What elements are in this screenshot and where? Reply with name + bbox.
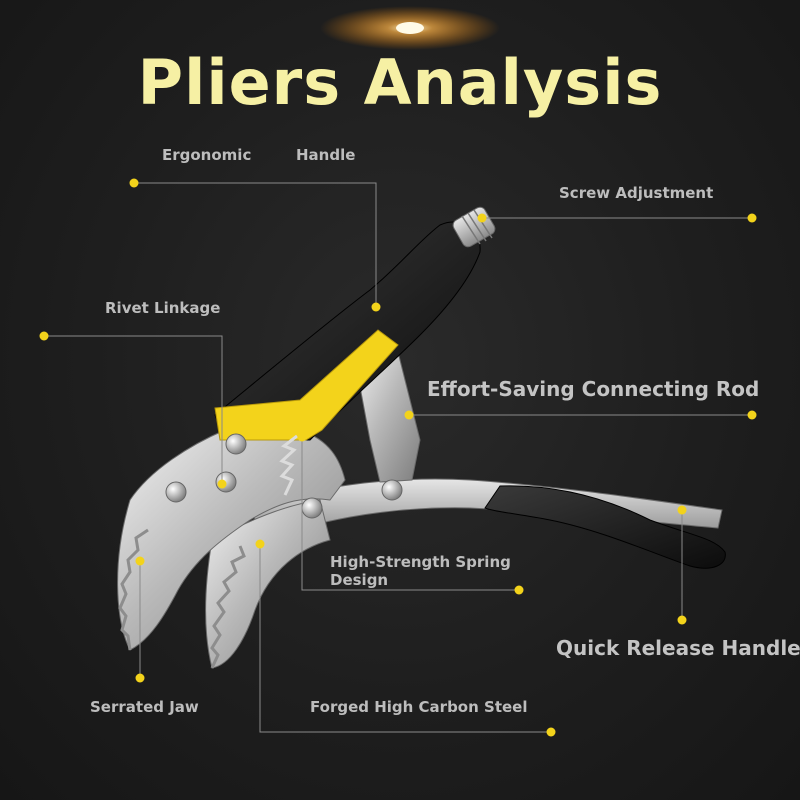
callout-dot (747, 213, 757, 223)
upper-jaw-teeth (118, 528, 149, 651)
callout-dot (39, 331, 49, 341)
leader-handle (134, 182, 377, 307)
label-effort-saving-rod: Effort-Saving Connecting Rod (427, 377, 760, 401)
rivet (165, 481, 187, 503)
lower-jaw (205, 499, 331, 669)
callout-dot (371, 302, 381, 312)
callout-dot (477, 213, 487, 223)
label-rivet-linkage: Rivet Linkage (105, 299, 221, 317)
label-quick-release-handle: Quick Release Handle (556, 636, 800, 660)
callout-dot (217, 479, 227, 489)
label-ergonomic: Ergonomic (162, 146, 252, 164)
callout-dot (255, 539, 265, 549)
pliers (117, 206, 726, 669)
leader-spring (301, 437, 519, 591)
lower-jaw-teeth (210, 545, 246, 669)
callout-dot (546, 727, 556, 737)
label-spring: High-Strength Spring Design (330, 553, 511, 589)
callout-dot (297, 432, 307, 442)
label-spring-line1: High-Strength Spring (330, 553, 511, 571)
callout-dots (39, 178, 757, 737)
callout-dot (135, 556, 145, 566)
callout-dot (677, 615, 687, 625)
label-screw-adjustment: Screw Adjustment (559, 184, 714, 202)
callout-dot (404, 410, 414, 420)
callout-dot (129, 178, 139, 188)
callout-dot (747, 410, 757, 420)
leader-rivet (44, 335, 223, 484)
leader-steel (259, 544, 551, 733)
page-title: Pliers Analysis (137, 46, 663, 119)
label-serrated-jaw: Serrated Jaw (90, 698, 199, 716)
callout-dot (677, 505, 687, 515)
callout-dot (514, 585, 524, 595)
quick-release-grip (484, 485, 726, 569)
label-forged-steel: Forged High Carbon Steel (310, 698, 528, 716)
callout-lines (44, 182, 752, 733)
label-spring-line2: Design (330, 571, 389, 589)
spring (279, 434, 298, 496)
label-handle: Handle (296, 146, 356, 164)
rivet (225, 433, 247, 455)
callout-dot (135, 673, 145, 683)
rivet (381, 479, 403, 501)
light-flare-core (396, 22, 424, 34)
rivet (301, 497, 323, 519)
